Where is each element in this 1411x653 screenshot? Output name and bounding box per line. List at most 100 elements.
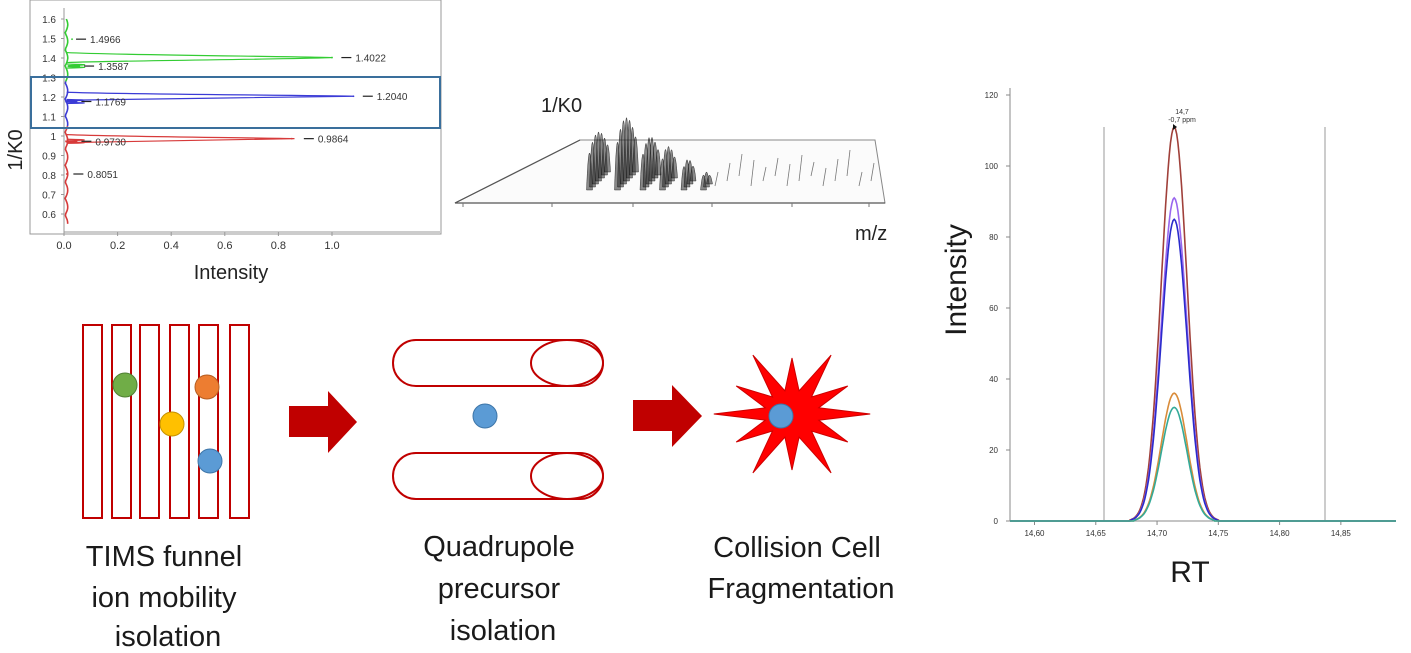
- mobilogram-peak-label: 1.4966: [90, 35, 121, 46]
- xic-annotation-rt: 14,7: [1175, 109, 1189, 116]
- tims-caption-line-1: TIMS funnel: [86, 541, 242, 573]
- mobilogram-ytick-label: 0.6: [42, 210, 56, 221]
- 3d-minor-peak: [846, 149, 851, 177]
- 3d-peak: [706, 175, 713, 185]
- mobilogram-ylabel: 1/K0: [5, 129, 27, 170]
- arrow-right-1: [289, 391, 357, 453]
- xic-xtick-label: 14,60: [1024, 529, 1045, 538]
- mobilogram-peak: [66, 63, 86, 69]
- xic-trace: [1010, 218, 1396, 522]
- 3d-minor-peak: [774, 157, 779, 177]
- xic-ytick-label: 20: [989, 446, 998, 455]
- mobilogram-peak-label: 1.1769: [95, 98, 126, 109]
- mobilogram-peak-label: 0.9730: [95, 137, 126, 148]
- mobilogram-peak-label: 1.3587: [98, 62, 129, 73]
- xic-ytick-label: 0: [994, 517, 999, 526]
- mobilogram-ytick-label: 1.2: [42, 93, 56, 104]
- mobilogram-point: [76, 65, 79, 67]
- 3d-plot-depth-axis: [454, 139, 581, 204]
- 3d-peak: [689, 165, 697, 182]
- mobilogram-point: [73, 140, 76, 143]
- tims-electrode: [198, 324, 219, 519]
- tims-electrode: [111, 324, 132, 519]
- tims-caption-line-3: isolation: [115, 621, 221, 653]
- quad-caption-line-3: isolation: [450, 615, 556, 647]
- mobilogram-ytick-label: 1.4: [42, 54, 56, 65]
- 3d-minor-peak: [834, 158, 839, 182]
- xic-ytick-label: 100: [985, 162, 999, 171]
- mobilogram-peak-label: 1.4022: [355, 54, 386, 65]
- mobilogram-point: [331, 56, 333, 59]
- xic-annotation-ppm: -0,7 ppm: [1168, 117, 1196, 124]
- mobilogram-peak: [65, 138, 85, 144]
- tims-electrode: [229, 324, 250, 519]
- ion-yellow: [159, 411, 185, 437]
- tims-funnel-diagram: TIMS funnel ion mobility isolation: [82, 324, 250, 653]
- mobilogram-point: [352, 95, 355, 98]
- collision-cell-diagram: Collision Cell Fragmentation: [708, 354, 895, 605]
- xic-trace: [1010, 196, 1396, 522]
- tims-caption: TIMS funnel ion mobility isolation: [86, 541, 250, 653]
- mobilogram-xtick-label: 0.0: [56, 240, 71, 252]
- xic-ytick-label: 80: [989, 233, 998, 242]
- xic-trace: [1010, 406, 1396, 522]
- mobilogram-peak-label: 0.8051: [87, 170, 118, 181]
- 3d-ylabel: 1/K0: [541, 95, 582, 117]
- 3d-peak: [604, 144, 611, 173]
- selection-box: [30, 76, 441, 129]
- xic-xtick-label: 14,75: [1208, 529, 1229, 538]
- tims-electrode: [82, 324, 103, 519]
- xic-xtick-label: 14,85: [1331, 529, 1352, 538]
- mobilogram-xtick-label: 1.0: [324, 240, 339, 252]
- mobilogram-ytick-label: 1: [50, 132, 56, 143]
- 3d-minor-peak: [810, 161, 815, 177]
- xic-ytick-label: 60: [989, 304, 998, 313]
- xic-ytick-label: 120: [985, 91, 999, 100]
- ion-mobility-3d-plot: 1/K0 m/z: [454, 95, 887, 245]
- xic-xlabel: RT: [1170, 556, 1209, 589]
- 3d-minor-peak: [762, 166, 767, 182]
- 3d-minor-peak: [870, 162, 875, 182]
- 3d-minor-peak: [750, 159, 755, 187]
- mobilogram-baseline: [64, 18, 69, 82]
- arrow-right-2: [633, 385, 702, 447]
- mobilogram-point: [73, 100, 76, 103]
- mobilogram-ytick-label: 0.7: [42, 191, 56, 202]
- mobilogram-xlabel: Intensity: [194, 262, 268, 284]
- 3d-peak: [671, 156, 678, 179]
- xic-trace: [1010, 125, 1396, 522]
- cell-caption-line-1: Collision Cell: [713, 532, 881, 564]
- mobilogram-ytick-label: 0.9: [42, 152, 56, 163]
- mobilogram-peak: [66, 134, 295, 144]
- quadrupole-diagram: Quadrupole precursor isolation: [392, 339, 604, 647]
- 3d-minor-peak: [858, 171, 863, 187]
- xic-trace: [1010, 392, 1396, 522]
- quad-caption: Quadrupole precursor isolation: [423, 531, 583, 647]
- mobilogram-ytick-label: 1.5: [42, 35, 56, 46]
- 3d-minor-peak: [726, 162, 731, 182]
- 3d-peak: [632, 136, 639, 173]
- xic-xtick-label: 14,70: [1147, 529, 1168, 538]
- quadrupole-rod-top-end: [530, 339, 604, 387]
- mobilogram-peak: [65, 98, 85, 105]
- cell-caption-line-2: Fragmentation: [708, 573, 895, 605]
- ion-blue: [197, 448, 223, 474]
- ion-green: [112, 372, 138, 398]
- tims-electrode: [139, 324, 160, 519]
- mobilogram-ytick-label: 1.3: [42, 74, 56, 85]
- mobilogram-frame: [29, 0, 442, 235]
- xic-xtick-label: 14,80: [1270, 529, 1291, 538]
- xic-ytick-label: 40: [989, 375, 998, 384]
- 3d-xlabel: m/z: [855, 223, 887, 245]
- mobilogram-peak-label: 1.2040: [377, 92, 408, 103]
- ion-blue-fragment: [768, 403, 794, 429]
- mobilogram-peak-label: 0.9864: [318, 135, 349, 146]
- ion-orange: [194, 374, 220, 400]
- 3d-minor-peak: [738, 153, 743, 177]
- mobilogram-xtick-label: 0.2: [110, 240, 125, 252]
- mobilogram-point: [65, 173, 68, 175]
- 3d-minor-peak: [798, 154, 803, 182]
- mobilogram-ytick-label: 1.6: [42, 15, 56, 26]
